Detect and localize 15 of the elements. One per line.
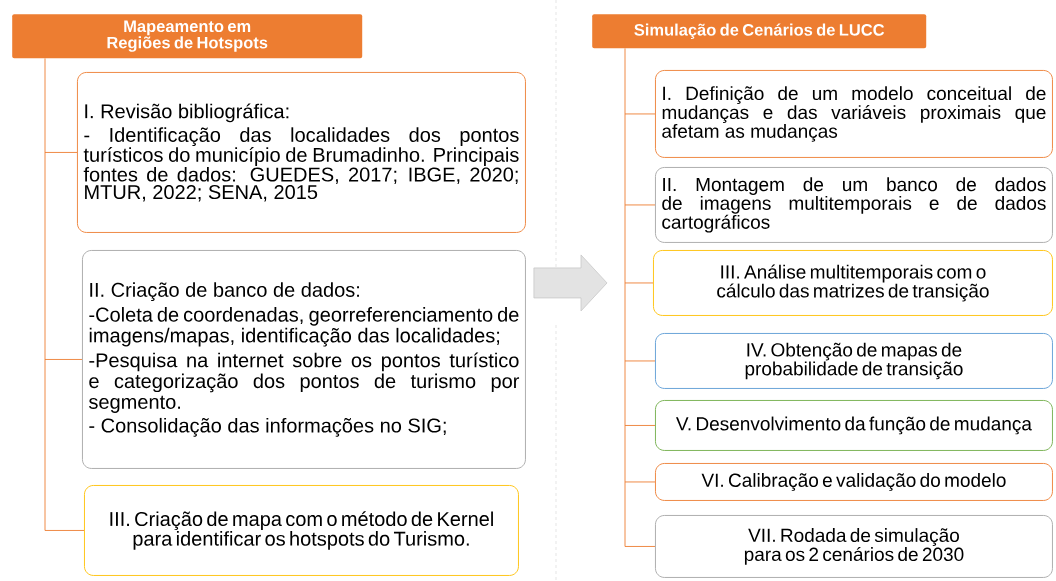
block-arrow [533, 254, 608, 312]
tree-connector [624, 47, 656, 547]
step-box: V. Desenvolvimento da função de mudança [655, 400, 1053, 451]
step-box: II. Criação de banco de dados: -Coleta de coordenadas, georreferenciamento de imagens/mapas, identificação das localidades; -Pesquisa na internet sobre os pontos turístico e categorização dos pontos de turismo por segmento. - Consolidação das informações no SIG; [82, 250, 526, 469]
step-box: VI. Calibração e validação do modelo [655, 463, 1053, 501]
step-box: I. Revisão bibliográfica: - Identificação das localidades dos pontos turísticos do município de Brumadinho. Principais fontes de dados: GUEDES, 2017; IBGE, 2020; MTUR, 2022; SENA, 2015 [77, 72, 526, 233]
step-box: III. Análise multitemporais com o cálculo das matrizes de transição [653, 250, 1053, 316]
step-box: III. Criação de mapa com o método de Kernel para identificar os hotspots do Turismo. [84, 485, 519, 576]
step-box: VII. Rodada de simulação para os 2 cenários de 2030 [655, 515, 1053, 578]
step-box: IV. Obtenção de mapas de probabilidade de transição [655, 333, 1053, 389]
header-box: Simulação de Cenários de LUCC [592, 14, 927, 49]
step-box: I. Definição de um modelo conceitual de mudanças e das variáveis proximais que afetam as mudanças [655, 70, 1053, 158]
step-box: II. Montagem de um banco de dados de imagens multitemporais e de dados cartográficos [655, 167, 1053, 243]
header-box: Mapeamento em Regiões de Hotspots [12, 14, 363, 59]
tree-connector [44, 57, 85, 531]
